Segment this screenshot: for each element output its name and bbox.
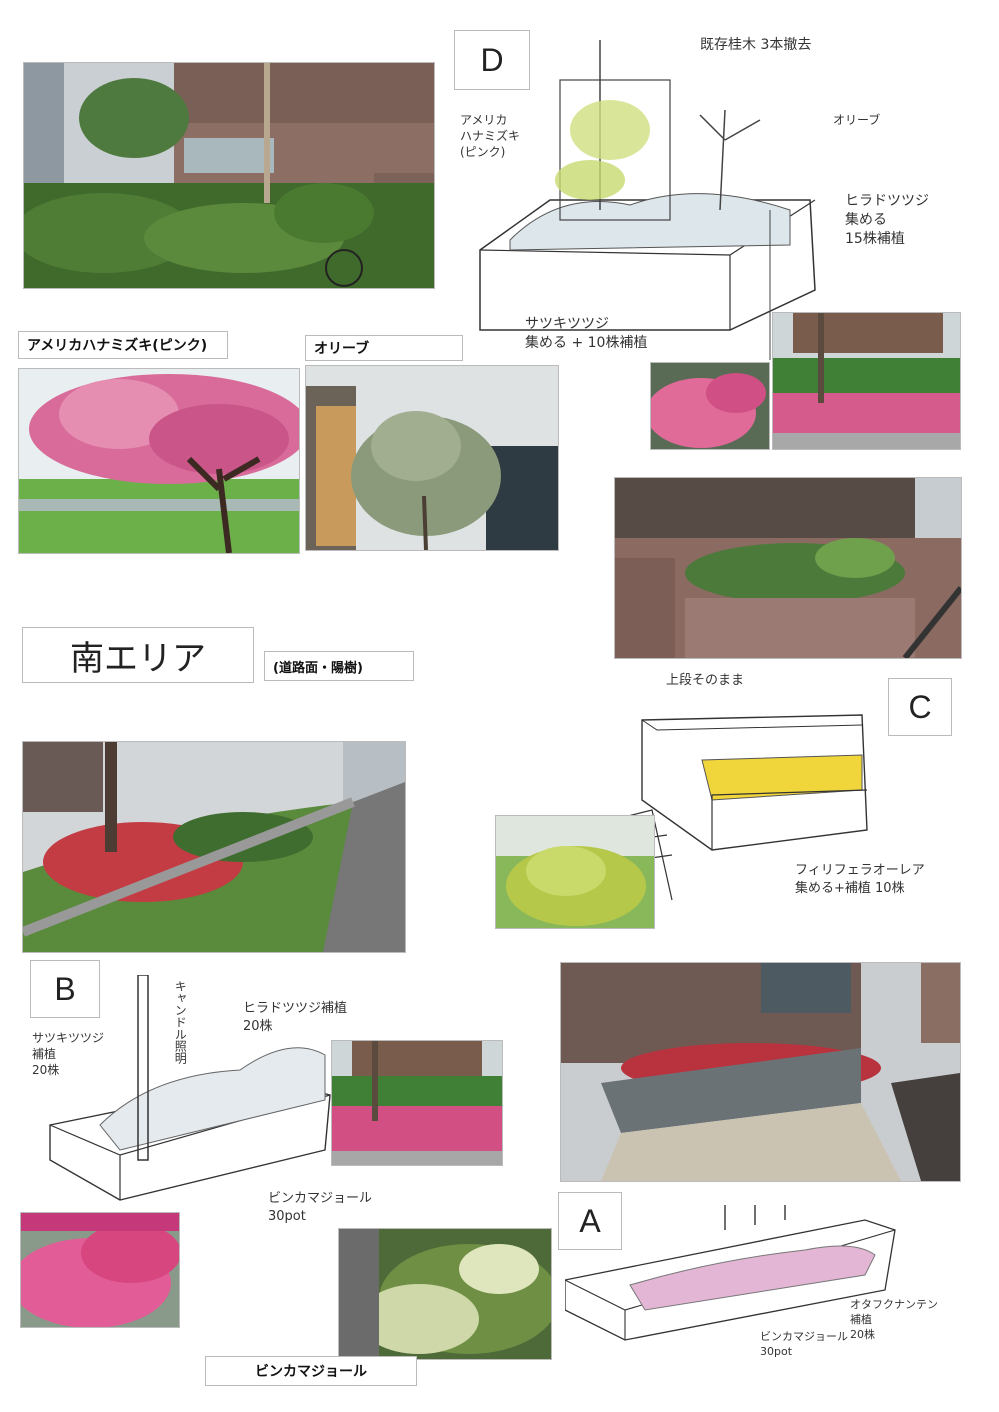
note-c-plant: フィリフェラオーレア 集める+補植 10株 bbox=[795, 863, 925, 896]
sketch-section-a bbox=[565, 1200, 905, 1360]
photo-azalea-closeup bbox=[650, 362, 770, 450]
note-b-satsuki: サツキツツジ 補植 20株 bbox=[32, 1031, 105, 1078]
note-c-top: 上段そのまま bbox=[666, 673, 745, 688]
note-b-hirado: ヒラドツツジ補植 20株 bbox=[243, 1001, 348, 1034]
sketch-section-c bbox=[612, 700, 912, 910]
photo-filifera-aurea bbox=[495, 815, 655, 929]
section-d-letter: D bbox=[454, 30, 530, 90]
photo-azalea-hedge bbox=[772, 312, 961, 450]
photo-azalea-pink bbox=[20, 1212, 180, 1328]
note-d-satsuki: サツキツツジ 集める + 10株補植 bbox=[525, 316, 648, 351]
photo-stair-planter bbox=[614, 477, 962, 659]
photo-olive bbox=[305, 365, 559, 551]
label-dogwood: アメリカハナミズキ(ピンク) bbox=[18, 331, 228, 359]
photo-red-hedge bbox=[560, 962, 961, 1182]
note-a-vinca: ビンカマジョール 30pot bbox=[760, 1330, 848, 1358]
photo-vinca bbox=[338, 1228, 552, 1360]
photo-dogwood bbox=[18, 368, 300, 554]
section-b-letter: B bbox=[30, 960, 100, 1018]
note-d-top: 既存桂木 3本撤去 bbox=[700, 37, 812, 53]
page-subtitle: (道路面・陽樹) bbox=[264, 651, 414, 681]
sketch-section-b bbox=[40, 975, 340, 1215]
photo-hirado-hedge bbox=[331, 1040, 503, 1166]
label-vinca: ビンカマジョール bbox=[205, 1356, 417, 1386]
note-d-dogwood: アメリカ ハナミズキ (ピンク) bbox=[460, 113, 521, 160]
sketch-section-d bbox=[470, 40, 850, 360]
note-d-hirado: ヒラドツツジ 集める 15株補植 bbox=[845, 193, 929, 247]
section-a-letter: A bbox=[558, 1192, 622, 1250]
note-b-light: キャンドル照明 bbox=[173, 980, 188, 1064]
label-olive: オリーブ bbox=[305, 335, 463, 361]
section-c-letter: C bbox=[888, 678, 952, 736]
note-b-vinca: ビンカマジョール 30pot bbox=[268, 1191, 373, 1224]
note-a-nandina: オタフクナンテン 補植 20株 bbox=[850, 1298, 938, 1341]
note-d-olive: オリーブ bbox=[833, 113, 881, 127]
photo-building-slope bbox=[23, 62, 435, 289]
photo-sidewalk-bed bbox=[22, 741, 406, 953]
page-title: 南エリア bbox=[22, 627, 254, 683]
